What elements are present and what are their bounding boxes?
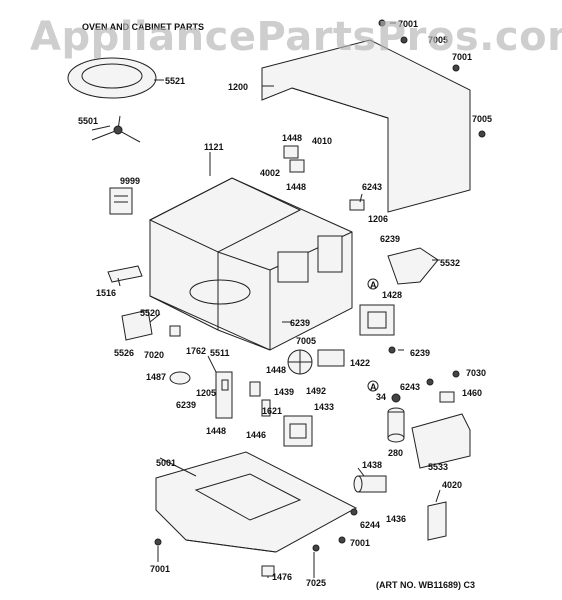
- label-1448-d: 1448: [206, 426, 226, 436]
- callout-a2: A: [370, 382, 377, 392]
- label-1446: 1446: [246, 430, 266, 440]
- label-34: 34: [376, 392, 386, 402]
- label-1428: 1428: [382, 290, 402, 300]
- transformer-1428: [359, 304, 395, 336]
- label-1200: 1200: [228, 82, 248, 92]
- label-6243-b: 6243: [400, 382, 420, 392]
- switch-1205: [215, 371, 233, 419]
- label-6243-a: 6243: [362, 182, 382, 192]
- label-1436: 1436: [386, 514, 406, 524]
- part-1460: [439, 391, 455, 403]
- label-280: 280: [388, 448, 403, 458]
- label-1448-c: 1448: [266, 365, 286, 375]
- screw-icons: [154, 19, 486, 552]
- base-plate-5001: [155, 451, 358, 553]
- label-7020: 7020: [144, 350, 164, 360]
- capacitor-280: [387, 407, 405, 443]
- capacitor-1438: [353, 475, 387, 493]
- outer-case-1200: [261, 39, 471, 213]
- label-1121: 1121: [204, 142, 224, 152]
- label-1433: 1433: [314, 402, 334, 412]
- part-1487: [169, 371, 191, 385]
- part-34: [391, 393, 401, 403]
- label-7005-right: 7005: [472, 114, 492, 124]
- label-7005-mid: 7005: [296, 336, 316, 346]
- label-6239-d: 6239: [176, 400, 196, 410]
- label-6239-b: 6239: [290, 318, 310, 328]
- label-6244: 6244: [360, 520, 380, 530]
- label-5533: 5533: [428, 462, 448, 472]
- label-6239-c: 6239: [410, 348, 430, 358]
- label-7001-left: 7001: [150, 564, 170, 574]
- thermal-parts-4010-4002: [283, 145, 305, 173]
- callout-a1: A: [370, 280, 377, 290]
- label-1438: 1438: [362, 460, 382, 470]
- part-1621: [261, 399, 271, 417]
- label-5511: 5511: [210, 348, 230, 358]
- part-1516: [107, 265, 143, 283]
- label-9999: 9999: [120, 176, 140, 186]
- callout-circle-a1: [367, 278, 379, 290]
- part-5520: [121, 309, 153, 341]
- magnetron-1433: [283, 415, 313, 447]
- label-4010: 4010: [312, 136, 332, 146]
- label-7005-top: 7005: [428, 35, 448, 45]
- label-5520: 5520: [140, 308, 160, 318]
- label-1205: 1205: [196, 388, 216, 398]
- label-1422: 1422: [350, 358, 370, 368]
- label-7030: 7030: [466, 368, 486, 378]
- label-5526: 5526: [114, 348, 134, 358]
- label-7001-bottom: 7001: [350, 538, 370, 548]
- label-1476: 1476: [272, 572, 292, 582]
- part-1206: [349, 199, 365, 211]
- label-1516: 1516: [96, 288, 116, 298]
- label-1439: 1439: [274, 387, 294, 397]
- label-5001: 5001: [156, 458, 176, 468]
- part-5526: [169, 325, 181, 337]
- label-5501: 5501: [78, 116, 98, 126]
- label-1448-a: 1448: [282, 133, 302, 143]
- label-4002: 4002: [260, 168, 280, 178]
- callout-circle-a2: [367, 380, 379, 392]
- bracket-5532: [387, 247, 439, 285]
- label-1487: 1487: [146, 372, 166, 382]
- card-9999: [109, 187, 133, 215]
- watermark: AppliancePartsPros.com: [30, 14, 562, 60]
- label-1492: 1492: [306, 386, 326, 396]
- label-7001-right: 7001: [452, 52, 472, 62]
- label-5521: 5521: [165, 76, 185, 86]
- label-1206: 1206: [368, 214, 388, 224]
- label-1621: 1621: [262, 406, 282, 416]
- label-1460: 1460: [462, 388, 482, 398]
- roller-support-5501: [91, 115, 141, 143]
- fan-motor-1422-1492: [287, 349, 345, 375]
- section-header: OVEN AND CABINET PARTS: [82, 22, 205, 32]
- bracket-5533: [411, 413, 471, 469]
- leader-lines: [91, 22, 441, 578]
- bracket-4020: [427, 501, 447, 541]
- oven-cavity-assembly: [148, 177, 353, 351]
- label-1448-b: 1448: [286, 182, 306, 192]
- label-7001-top: 7001: [398, 19, 418, 29]
- label-7025: 7025: [306, 578, 326, 588]
- label-6239-a: 6239: [380, 234, 400, 244]
- label-4020: 4020: [442, 480, 462, 490]
- part-1439: [249, 381, 261, 397]
- art-number: (ART NO. WB11689) C3: [376, 580, 476, 590]
- turntable-tray-5521: [67, 57, 157, 99]
- label-5532: 5532: [440, 258, 460, 268]
- label-1762: 1762: [186, 346, 206, 356]
